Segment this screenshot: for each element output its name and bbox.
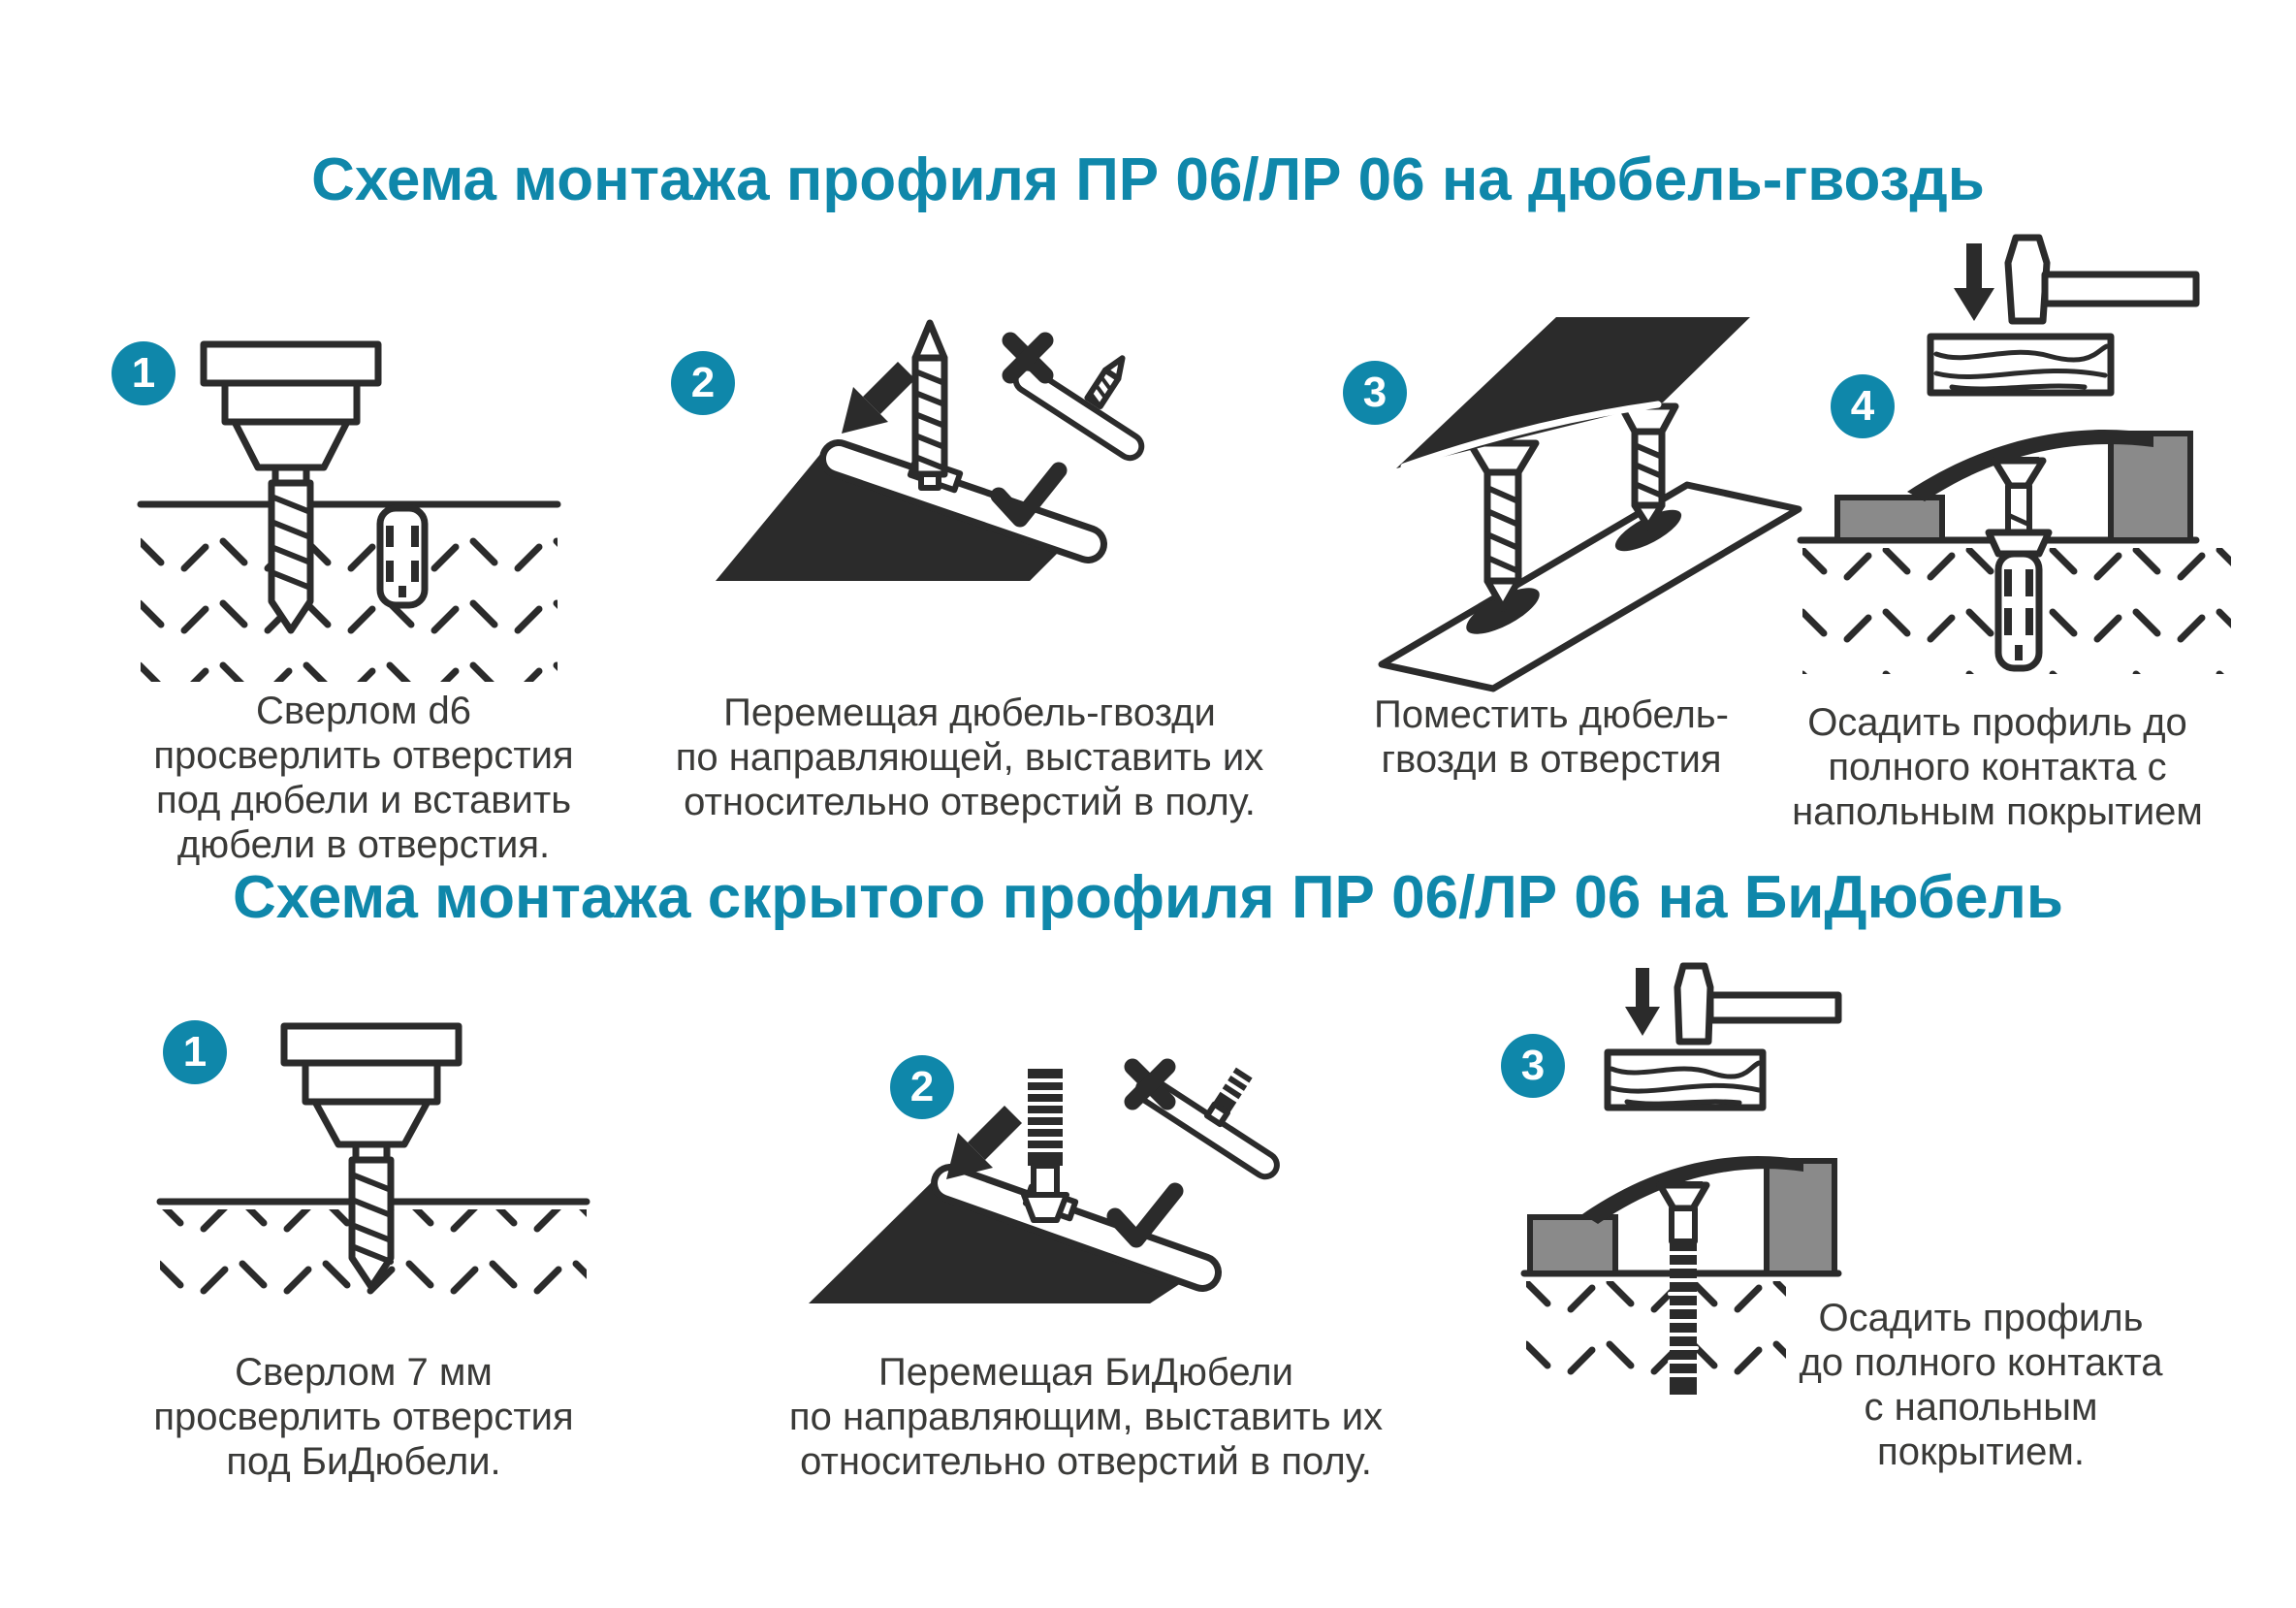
cross-icon bbox=[1002, 332, 1054, 384]
dowel-nail-left-icon bbox=[1466, 439, 1540, 612]
hammer-icon bbox=[2004, 234, 2200, 325]
step-1-3-badge: 3 bbox=[1343, 361, 1407, 425]
checkmark-icon bbox=[990, 462, 1068, 528]
hammer-seating-bidowel-illustration bbox=[1520, 962, 1842, 1399]
down-arrow-icon bbox=[1954, 243, 1994, 321]
step-1-2-badge: 2 bbox=[671, 351, 735, 415]
stud-icon bbox=[1203, 1067, 1253, 1128]
dowel-nail-on-guide-illustration bbox=[716, 319, 1145, 581]
drill-icon bbox=[200, 340, 382, 634]
wood-block bbox=[1927, 333, 2115, 397]
dowel-nail-icon bbox=[1985, 457, 2053, 672]
step-2-1-caption: Сверлом 7 мм просверлить отверстия под Б… bbox=[153, 1351, 574, 1483]
screw-icon bbox=[1084, 355, 1126, 409]
hole-right bbox=[1614, 509, 1682, 552]
floor-covering-right bbox=[2108, 431, 2193, 543]
bidowel-stud-icon bbox=[1656, 1181, 1710, 1395]
ground-hatch bbox=[141, 512, 558, 682]
step-2-2-badge: 2 bbox=[890, 1055, 954, 1119]
bidowel-stud-icon bbox=[1021, 1069, 1069, 1223]
section-2-title: Схема монтажа скрытого профиля ПР 06/ЛР … bbox=[233, 864, 2063, 931]
step-1-1-caption: Сверлом d6 просверлить отверстия под дюб… bbox=[153, 690, 574, 866]
profile-plate bbox=[1396, 317, 1750, 470]
dowel-nail-right-icon bbox=[1617, 402, 1679, 531]
ground-hatch bbox=[1526, 1281, 1786, 1399]
checkmark-icon bbox=[1106, 1182, 1184, 1248]
cross-icon bbox=[1124, 1058, 1176, 1110]
drill-and-dowel-illustration bbox=[137, 340, 561, 682]
drill-illustration bbox=[156, 1022, 590, 1306]
wrong-way-example bbox=[1012, 355, 1145, 462]
floor-covering-left bbox=[1834, 495, 1945, 543]
step-1-1-badge: 1 bbox=[112, 341, 175, 405]
step-2-1-badge: 1 bbox=[163, 1020, 227, 1084]
arrow-icon bbox=[946, 1106, 1022, 1179]
hammer-seating-illustration bbox=[1797, 234, 2231, 674]
floor-covering-left bbox=[1527, 1214, 1618, 1276]
down-arrow-icon bbox=[1625, 968, 1660, 1036]
step-1-2-caption: Перемещая дюбель-гвозди по направляющей,… bbox=[675, 691, 1264, 823]
step-2-3-caption: Осадить профиль до полного контакта с на… bbox=[1799, 1297, 2163, 1473]
dowel-icon bbox=[376, 504, 429, 609]
step-1-3-caption: Поместить дюбель- гвозди в отверстия bbox=[1374, 693, 1729, 781]
section-1-title: Схема монтажа профиля ПР 06/ЛР 06 на дюб… bbox=[311, 146, 1985, 213]
arrow-icon bbox=[842, 362, 915, 434]
step-1-4-caption: Осадить профиль до полного контакта с на… bbox=[1792, 701, 2203, 833]
bidowel-on-guide-illustration bbox=[809, 1058, 1280, 1303]
hammer-icon bbox=[1674, 962, 1842, 1045]
floor-covering-right bbox=[1764, 1158, 1837, 1276]
drill-icon bbox=[280, 1022, 462, 1291]
step-2-2-caption: Перемещая БиДюбели по направляющим, выст… bbox=[788, 1351, 1384, 1483]
floor-strip bbox=[1378, 481, 1802, 692]
dowel-nails-into-holes-illustration bbox=[1378, 317, 1802, 692]
wood-block bbox=[1604, 1048, 1767, 1111]
step-2-3-badge: 3 bbox=[1501, 1034, 1565, 1098]
dowel-nail-icon bbox=[911, 319, 948, 491]
guide-wedge bbox=[716, 447, 1076, 581]
guide-wedge bbox=[809, 1174, 1206, 1303]
step-1-4-badge: 4 bbox=[1831, 374, 1895, 438]
